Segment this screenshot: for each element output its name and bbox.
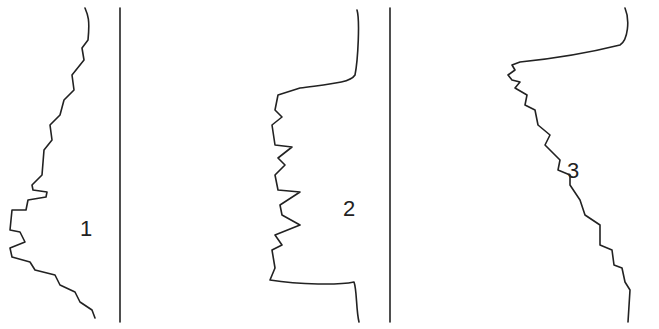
profile-outline — [508, 8, 630, 322]
divider-line — [389, 8, 391, 322]
profile-outline — [10, 8, 95, 318]
divider-line — [119, 8, 121, 322]
callout-number: 3 — [567, 160, 579, 182]
callout-number: 1 — [80, 218, 92, 240]
callout-number: 2 — [343, 198, 355, 220]
profile-outline — [270, 10, 359, 322]
